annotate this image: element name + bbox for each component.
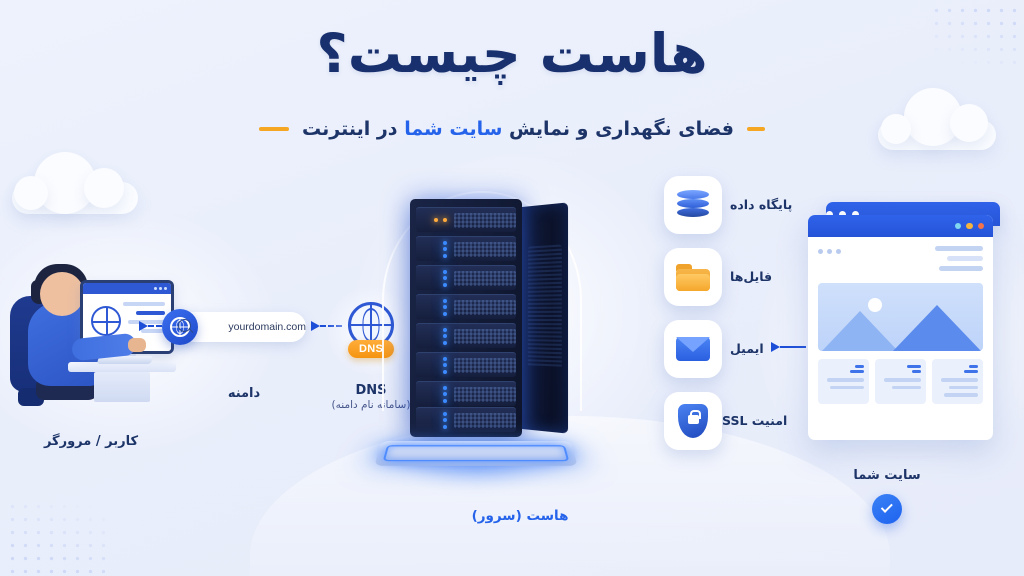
person-head — [40, 272, 84, 316]
server-bay — [416, 294, 516, 319]
monitor-titlebar — [83, 283, 171, 294]
website-browser-window[interactable] — [808, 215, 993, 440]
desk-surface — [68, 362, 176, 372]
person-hand — [128, 338, 146, 352]
minimize-icon — [966, 222, 973, 230]
folder-icon — [676, 263, 710, 291]
hero-image-placeholder — [818, 283, 983, 351]
content-card — [932, 359, 983, 404]
browser-page-header — [808, 237, 993, 280]
subtitle-text-after: در اینترنت — [302, 118, 405, 140]
arrow-services-to-website — [771, 342, 806, 352]
cloud-icon — [12, 152, 138, 214]
page-subtitle: فضای نگهداری و نمایش سایت شما در اینترنت — [302, 118, 734, 140]
caption-user: کاربر / مرورگر — [43, 434, 139, 449]
browser-titlebar — [808, 215, 993, 237]
caption-website: سایت شما — [853, 468, 921, 483]
service-icon-email[interactable] — [664, 320, 722, 378]
server-arc-decoration — [382, 191, 582, 411]
service-icon-database[interactable] — [664, 176, 722, 234]
desk-leg — [94, 372, 150, 402]
server-illustration — [370, 185, 590, 487]
subtitle-row: فضای نگهداری و نمایش سایت شما در اینترنت — [0, 118, 1024, 140]
server-bay — [416, 207, 516, 232]
service-label-email: ایمیل — [730, 341, 764, 356]
server-bay — [416, 407, 516, 432]
server-bay — [416, 323, 516, 348]
user-illustration — [6, 258, 176, 426]
server-bay — [416, 265, 516, 290]
service-label-ssl: امنیت SSL — [722, 413, 788, 428]
mountain-shape — [822, 311, 898, 351]
content-cards-row — [808, 351, 993, 404]
server-bay — [416, 236, 516, 261]
subtitle-text-before: فضای نگهداری و نمایش — [502, 118, 734, 140]
close-icon — [977, 222, 984, 230]
check-circle-icon — [872, 494, 902, 524]
service-icon-files[interactable] — [664, 248, 722, 306]
server-side-panel — [522, 202, 569, 434]
arrow-user-to-domain — [139, 321, 170, 331]
cloud-icon — [878, 88, 996, 150]
server-chassis — [410, 199, 522, 437]
dot-grid-decoration-bottom-left — [6, 500, 110, 574]
service-label-files: فایل‌ها — [730, 269, 773, 284]
mountain-shape — [893, 305, 981, 351]
service-label-database: پایگاه داده — [730, 197, 793, 212]
service-icon-ssl[interactable] — [664, 392, 722, 450]
server-bay — [416, 352, 516, 377]
placeholder-lines — [123, 302, 165, 338]
page-title: هاست چیست؟ — [316, 22, 708, 85]
server-pedestal — [374, 441, 578, 466]
maximize-icon — [954, 222, 961, 230]
caption-server: هاست (سرور) — [471, 508, 569, 524]
orange-dash-left — [746, 127, 765, 131]
caption-domain: دامنه — [227, 386, 261, 401]
caption-dns-title: DNS — [355, 383, 387, 398]
mail-icon — [676, 337, 710, 361]
search-icon[interactable] — [175, 316, 197, 338]
server-bay — [416, 381, 516, 406]
shield-lock-icon — [678, 404, 708, 438]
sun-shape — [868, 298, 882, 312]
dot-grid-decoration-top-right — [930, 4, 1016, 70]
domain-search-bar[interactable]: yourdomain.com — [162, 309, 306, 345]
content-card — [818, 359, 869, 404]
content-card — [875, 359, 926, 404]
orange-dash-right — [259, 127, 290, 131]
database-icon — [677, 190, 709, 220]
menu-dots-icon — [818, 246, 841, 254]
subtitle-highlight: سایت شما — [404, 118, 503, 140]
globe-icon — [91, 306, 121, 336]
domain-input-value[interactable]: yourdomain.com — [228, 321, 306, 333]
